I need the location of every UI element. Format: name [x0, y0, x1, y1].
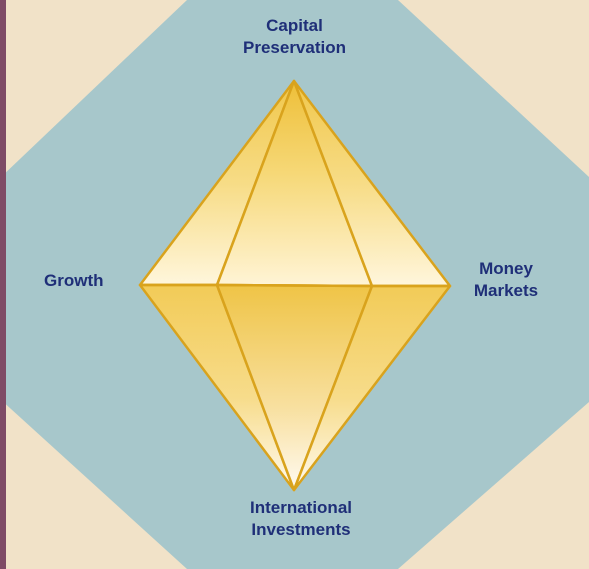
growth-label-line1: Growth [44, 271, 104, 290]
money-markets-label: Money Markets [461, 258, 551, 302]
capital-label-line2: Preservation [243, 38, 346, 57]
growth-label: Growth [44, 270, 124, 292]
left-accent-strip [0, 0, 6, 569]
international-label-line2: Investments [251, 520, 351, 539]
capital-preservation-label: Capital Preservation [228, 15, 361, 59]
money-label-line1: Money [479, 259, 533, 278]
international-investments-label: International Investments [229, 497, 373, 541]
gem-middle-edge [140, 283, 450, 288]
international-label-line1: International [249, 498, 352, 517]
gem-shape [138, 79, 452, 492]
capital-label-line1: Capital [266, 16, 323, 35]
money-label-line2: Markets [473, 281, 539, 300]
